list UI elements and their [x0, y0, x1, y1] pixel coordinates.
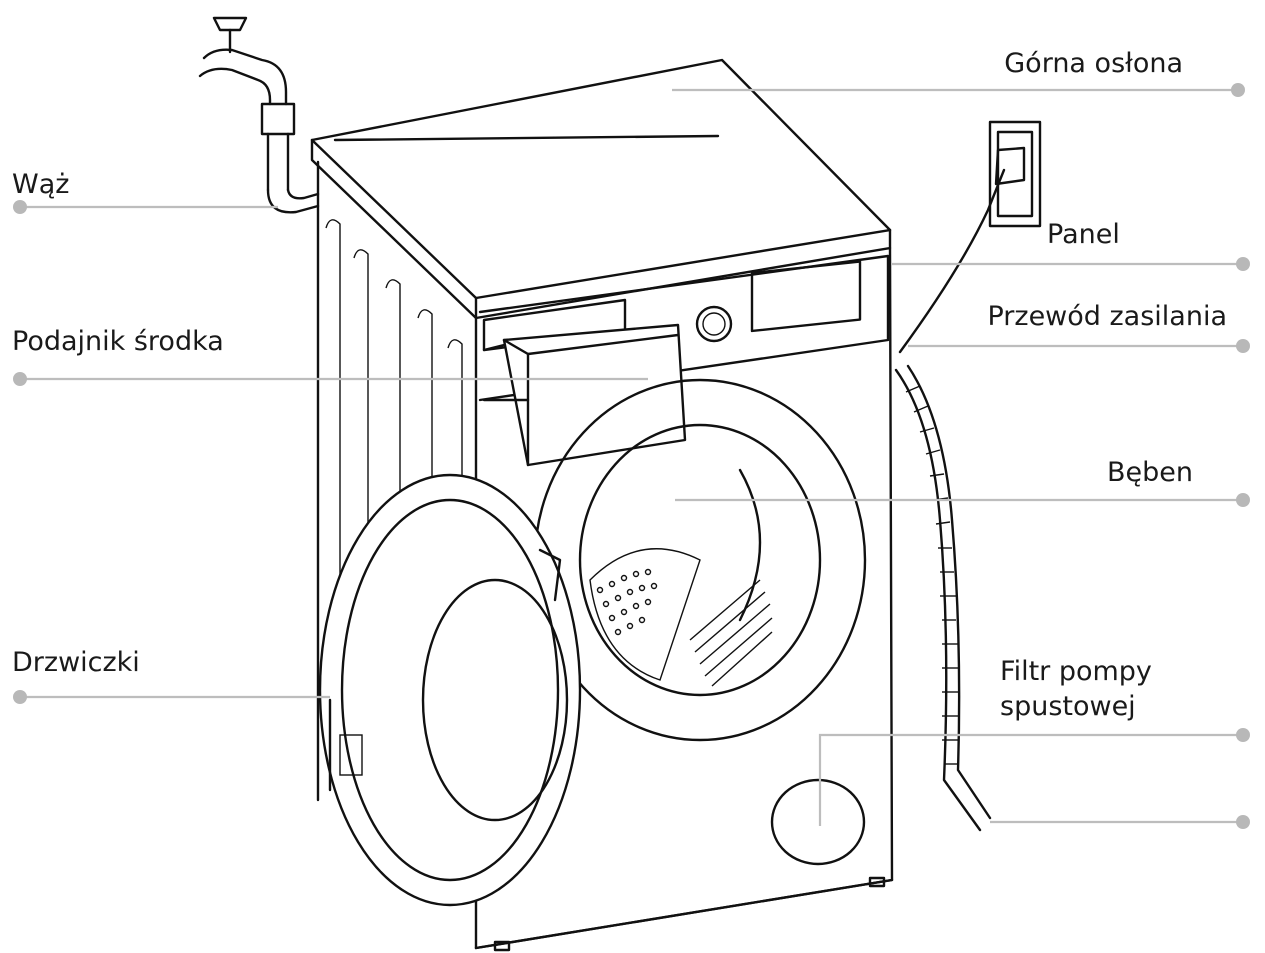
- label-beben: Bęben: [1107, 457, 1193, 488]
- wall-socket-and-cord: [898, 120, 1042, 354]
- detergent-drawer: [482, 298, 687, 467]
- program-knob-icon: [695, 305, 733, 343]
- label-filtr-pompy-spustowej: Filtr pompy spustowej: [1000, 656, 1152, 722]
- water-tap-and-hose: [198, 16, 320, 214]
- washing-machine: [310, 58, 894, 952]
- drain-hose: [894, 364, 992, 832]
- pump-filter-cover: [770, 778, 866, 866]
- label-drzwiczki: Drzwiczki: [12, 647, 140, 678]
- label-podajnik-srodka: Podajnik środka: [12, 326, 224, 357]
- leader-line-filtr: [818, 733, 1243, 826]
- label-waz: Wąż: [12, 169, 70, 200]
- control-panel: [478, 254, 890, 402]
- label-panel: Panel: [1047, 219, 1120, 250]
- label-gorna-oslona: Górna osłona: [1004, 48, 1183, 79]
- door: [318, 473, 582, 907]
- label-przewod-zasilania: Przewód zasilania: [987, 301, 1227, 332]
- leader-lines: [13, 83, 1250, 829]
